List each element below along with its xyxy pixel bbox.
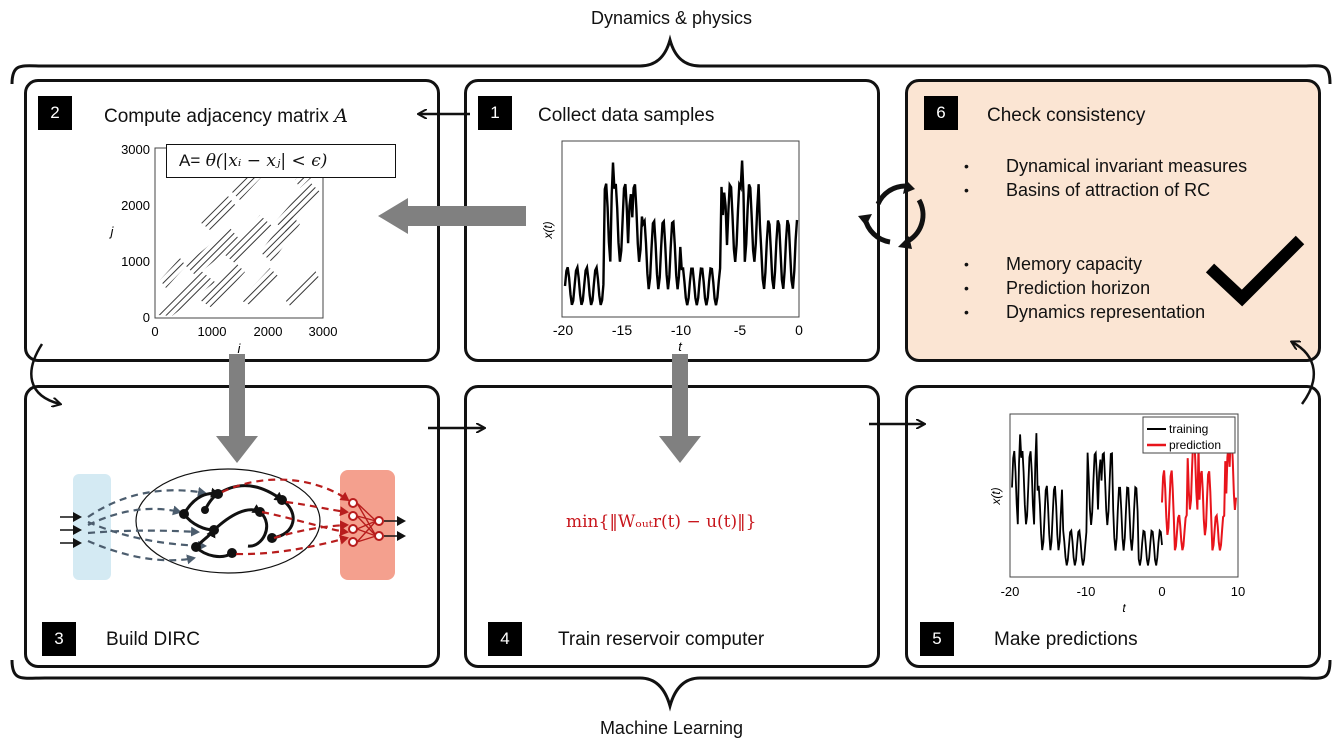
- output-arrows: [384, 516, 406, 541]
- output-connections: [221, 478, 350, 556]
- pred-ylabel: x(t): [989, 487, 1003, 505]
- input-arrows: [60, 512, 82, 548]
- reservoir-ellipse: [135, 468, 321, 574]
- panel-2-title-text: Compute adjacency matrix: [104, 106, 335, 127]
- matrix-y-tick: 3000: [121, 142, 150, 157]
- matrix-x-tick: 1000: [198, 324, 227, 339]
- readout-edges: [356, 502, 377, 543]
- bullets-bottom: Memory capacity Prediction horizon Dynam…: [964, 252, 1205, 324]
- arrow-2-to-3: [30, 343, 60, 404]
- reservoir-nodes: [179, 489, 287, 558]
- adjacency-formula: A= θ(|xᵢ − xⱼ| < ϵ): [166, 144, 396, 178]
- ts-x-tick: -5: [734, 322, 747, 338]
- matrix-y-tick: 1000: [121, 254, 150, 269]
- matrix-xlabel: i: [238, 341, 242, 356]
- matrix-x-tick: 3000: [309, 324, 338, 339]
- step-badge-5: 5: [920, 622, 954, 656]
- pred-x-tick: 10: [1231, 584, 1245, 599]
- panel-5-title: Make predictions: [994, 629, 1138, 650]
- output-nodes: [348, 498, 358, 547]
- formula-prefix: A=: [179, 151, 201, 170]
- panel-4-title: Train reservoir computer: [558, 629, 765, 650]
- time-series-line: [563, 160, 799, 306]
- pred-x-tick: -10: [1077, 584, 1096, 599]
- ts-x-tick: -10: [671, 322, 691, 338]
- panel-2-title: Compute adjacency matrix A: [104, 105, 348, 128]
- ts-xlabel: t: [678, 339, 683, 354]
- legend-training-label: training: [1169, 422, 1208, 436]
- bullet-item: Memory capacity: [964, 252, 1205, 276]
- step-badge-2: 2: [38, 96, 72, 130]
- legend-prediction-label: prediction: [1169, 438, 1221, 452]
- readout-nodes: [374, 516, 384, 541]
- loss-function: min{‖Wₒᵤₜr(t) − u(t)‖}: [566, 512, 757, 532]
- machine-learning-label: Machine Learning: [599, 718, 744, 738]
- pred-xlabel: t: [1122, 601, 1126, 615]
- panel-3-title: Build DIRC: [106, 629, 200, 650]
- formula-body: θ(|xᵢ − xⱼ| < ϵ): [205, 151, 328, 171]
- ts-x-tick: -20: [553, 322, 573, 338]
- step-badge-1: 1: [478, 96, 512, 130]
- top-brace: [10, 34, 1332, 85]
- gray-arrow-2-to-3: [216, 354, 258, 463]
- input-layer: [73, 474, 111, 580]
- panel-2-title-var: A: [334, 105, 348, 127]
- gray-arrow-1-to-4: [659, 354, 701, 463]
- prediction-plot: training prediction -20 -10 0 10 t x(t): [989, 413, 1245, 615]
- reservoir-network: [60, 468, 406, 580]
- matrix-x-tick: 0: [151, 324, 158, 339]
- bullet-item: Dynamics representation: [964, 300, 1205, 324]
- matrix-y-tick: 0: [143, 310, 150, 325]
- prediction-legend: [1142, 416, 1236, 454]
- pred-x-tick: 0: [1158, 584, 1165, 599]
- bullets-top: Dynamical invariant measures Basins of a…: [964, 154, 1247, 202]
- matrix-ylabel: j: [109, 224, 115, 239]
- panel-6-title: Check consistency: [987, 105, 1146, 126]
- ts-x-tick: -15: [612, 322, 632, 338]
- matrix-blocks: [158, 158, 322, 316]
- ts-x-tick: 0: [795, 322, 803, 338]
- cycle-icon: [858, 180, 926, 249]
- panel-1-title: Collect data samples: [538, 105, 715, 126]
- arrow-5-to-6: [1292, 342, 1315, 405]
- bullet-item: Basins of attraction of RC: [964, 178, 1247, 202]
- matrix-x-tick: 2000: [254, 324, 283, 339]
- time-series-plot: -20 -15 -10 -5 0 t x(t): [541, 140, 803, 354]
- gray-arrow-1-to-2: [378, 198, 526, 234]
- bottom-brace: [10, 659, 1332, 712]
- matrix-y-tick: 2000: [121, 198, 150, 213]
- checkmark-icon: [1205, 235, 1305, 307]
- prediction-line: [1161, 433, 1237, 551]
- bullet-item: Dynamical invariant measures: [964, 154, 1247, 178]
- step-badge-6: 6: [924, 96, 958, 130]
- step-badge-4: 4: [488, 622, 522, 656]
- pred-x-tick: -20: [1001, 584, 1020, 599]
- ts-ylabel: x(t): [541, 221, 555, 239]
- step-badge-3: 3: [42, 622, 76, 656]
- training-line: [1011, 433, 1163, 566]
- bullet-item: Prediction horizon: [964, 276, 1205, 300]
- dynamics-physics-label: Dynamics & physics: [590, 8, 753, 28]
